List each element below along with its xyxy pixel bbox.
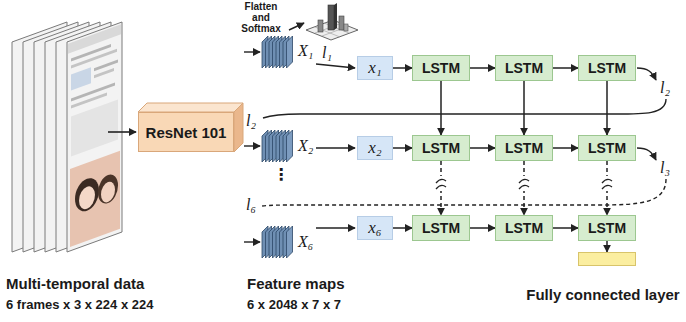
node-text: LSTM xyxy=(505,220,543,236)
dimension-label: 6 frames x 3 x 224 x 224 xyxy=(6,297,153,312)
fc-layer: Fully connected layer xyxy=(524,252,682,303)
node-text: x₁ xyxy=(368,58,381,78)
connector xyxy=(393,67,412,69)
attention-label: l₁ xyxy=(322,44,332,62)
attention-label: l₂ xyxy=(246,112,256,130)
node-text: LSTM xyxy=(588,140,626,156)
connector xyxy=(553,67,578,69)
lstm-cell: LSTM xyxy=(412,55,470,81)
lstm-cell: LSTM xyxy=(495,55,553,81)
node-text: LSTM xyxy=(505,60,543,76)
attention-label: l₆ xyxy=(246,196,256,214)
connector xyxy=(440,81,442,135)
connector xyxy=(606,81,608,135)
caption-label: Multi-temporal data xyxy=(6,275,144,292)
connector xyxy=(393,227,412,229)
connector xyxy=(393,147,412,149)
ellipsis: ⋮ xyxy=(273,165,289,184)
attention-label: l₂ xyxy=(660,79,670,97)
node-text: Fully connected layer xyxy=(526,286,679,303)
lstm-cell: LSTM xyxy=(495,135,553,161)
node-text: LSTM xyxy=(505,140,543,156)
connector xyxy=(553,227,578,229)
lstm-cell: LSTM xyxy=(578,135,636,161)
lstm-cell: LSTM xyxy=(495,215,553,241)
input-vector: x₁ xyxy=(357,56,393,80)
feature-label: X₂ xyxy=(298,137,313,155)
cnn-block: ResNet 101 xyxy=(138,112,234,152)
fc-bar xyxy=(578,252,636,266)
connector xyxy=(470,67,495,69)
input-vector: x₆ xyxy=(357,216,393,240)
feature-label: X₁ xyxy=(298,42,313,60)
operation-label: Flatten and Softmax xyxy=(236,1,286,34)
node-text: LSTM xyxy=(422,220,460,236)
connector xyxy=(470,147,495,149)
connector xyxy=(470,227,495,229)
node-text: ResNet 101 xyxy=(146,124,227,141)
node-text: LSTM xyxy=(588,220,626,236)
connector xyxy=(606,241,608,252)
node-text: x₆ xyxy=(368,218,381,238)
caption-label: Feature maps xyxy=(247,275,345,292)
connector xyxy=(553,147,578,149)
node-text: LSTM xyxy=(422,140,460,156)
connector xyxy=(523,81,525,135)
lstm-cell: LSTM xyxy=(578,215,636,241)
lstm-cell: LSTM xyxy=(412,135,470,161)
lstm-cell: LSTM xyxy=(412,215,470,241)
node-text: LSTM xyxy=(588,60,626,76)
node-text: x₂ xyxy=(368,138,381,158)
feature-label: X₆ xyxy=(298,233,313,251)
dimension-label: 6 x 2048 x 7 x 7 xyxy=(247,297,341,312)
lstm-cell: LSTM xyxy=(578,55,636,81)
attention-label: l₃ xyxy=(660,159,670,177)
input-vector: x₂ xyxy=(357,136,393,160)
node-text: LSTM xyxy=(422,60,460,76)
